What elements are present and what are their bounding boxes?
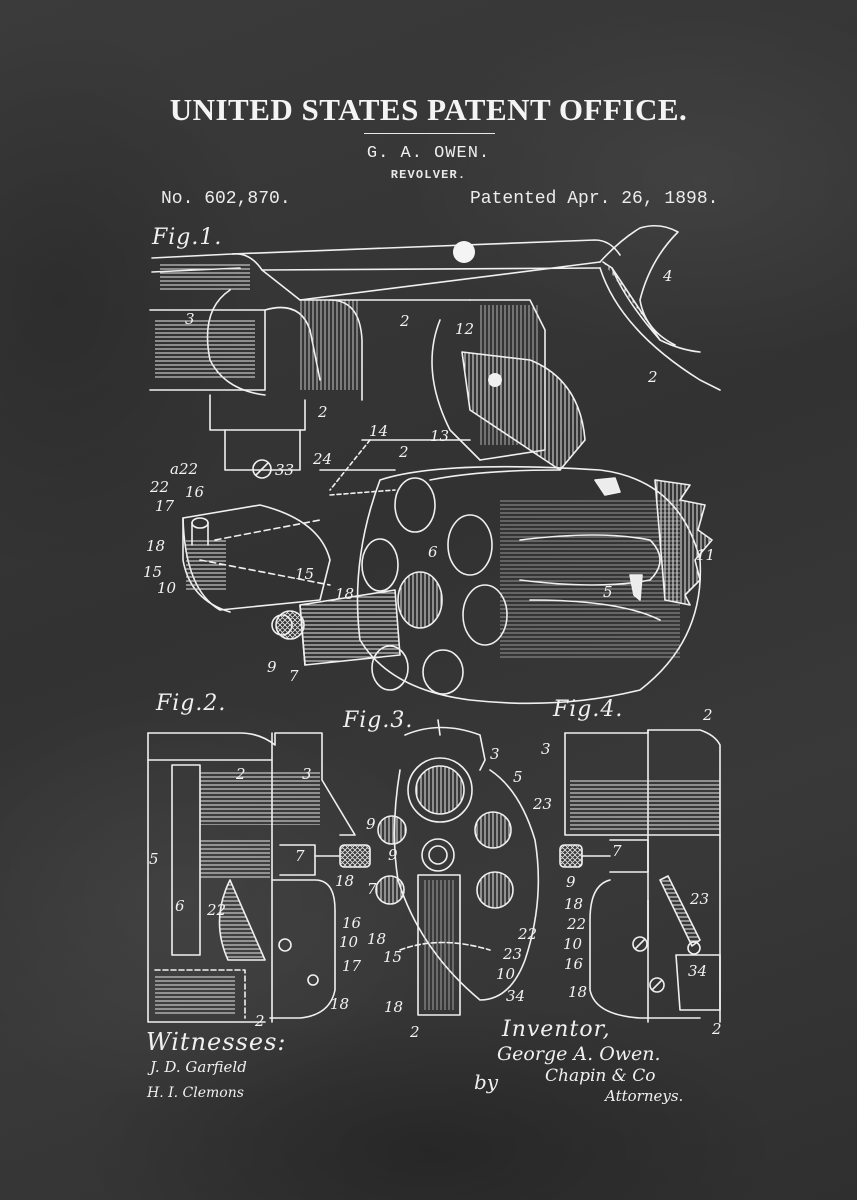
ref-numeral: 7	[612, 842, 622, 860]
ref-numeral: 6	[428, 543, 438, 561]
ref-numeral: 34	[688, 962, 708, 980]
ref-numeral: 5	[149, 850, 159, 868]
fig4-label: Fig.4.	[553, 697, 624, 722]
witnesses-label: Witnesses:	[146, 1028, 287, 1056]
ref-numeral: 2	[712, 1020, 722, 1038]
ref-numeral: 17	[342, 957, 362, 975]
ref-numeral: 18	[564, 895, 584, 913]
ref-numeral: 16	[342, 914, 362, 932]
fig3-label: Fig.3.	[343, 708, 414, 733]
ref-numeral: 18	[146, 537, 166, 555]
ref-numeral: 5	[513, 768, 523, 786]
ref-numeral: 23	[533, 795, 553, 813]
ref-numeral: a22	[170, 460, 199, 478]
ref-numeral: 2	[399, 443, 409, 461]
ref-numeral: 9	[388, 846, 398, 864]
ref-numeral: 6	[175, 897, 185, 915]
ref-numeral: 3	[541, 740, 551, 758]
ref-numeral: 2	[255, 1012, 265, 1030]
fig1-label: Fig.1.	[152, 225, 223, 250]
ref-numeral: 22	[567, 915, 587, 933]
fig4-drawing	[560, 730, 720, 1022]
by-label: by	[474, 1070, 499, 1094]
ref-numeral: 2	[400, 312, 410, 330]
ref-numeral: 24	[313, 450, 333, 468]
ref-numeral: 18	[330, 995, 350, 1013]
ref-numeral: 2	[318, 403, 328, 421]
ref-numeral: 2	[703, 706, 713, 724]
ref-numeral: 17	[155, 497, 175, 515]
ref-numeral: 22	[150, 478, 170, 496]
ref-numeral: 16	[564, 955, 584, 973]
ref-numeral: 10	[157, 579, 177, 597]
ref-numeral: 23	[690, 890, 710, 908]
ref-numeral: 7	[295, 847, 305, 865]
ref-numeral: 10	[563, 935, 583, 953]
ref-numeral: 34	[506, 987, 526, 1005]
ref-numeral: 18	[367, 930, 387, 948]
ref-numeral: 15	[143, 563, 163, 581]
ref-numeral: 10	[496, 965, 516, 983]
ref-numeral: 15	[295, 565, 315, 583]
ref-numeral: 9	[267, 658, 277, 676]
ref-numeral: 23	[503, 945, 523, 963]
ref-numeral: 14	[369, 422, 389, 440]
fig2-drawing	[148, 733, 370, 1022]
attorney-signature: Chapin & Co	[545, 1066, 656, 1086]
ref-numeral: 18	[384, 998, 404, 1016]
inventor-signature: George A. Owen.	[497, 1043, 661, 1065]
patent-date: Patented Apr. 26, 1898.	[470, 189, 719, 209]
fig2-label: Fig.2.	[156, 691, 227, 716]
ref-numeral: 11	[696, 546, 716, 564]
inventor-heading: G. A. OWEN.	[366, 144, 491, 163]
ref-numeral: 9	[566, 873, 576, 891]
ref-numeral: 2	[236, 765, 246, 783]
ref-numeral: 3	[302, 765, 312, 783]
ref-numeral: 3	[490, 745, 500, 763]
ref-numeral: 4	[663, 267, 673, 285]
inventor-label: Inventor,	[502, 1017, 611, 1042]
ref-numeral: 3	[185, 310, 195, 328]
patent-number: No. 602,870.	[161, 189, 291, 209]
ref-numeral: 12	[455, 320, 475, 338]
ref-numeral: 2	[410, 1023, 420, 1041]
witness-1-signature: J. D. Garfield	[150, 1058, 247, 1076]
ref-numeral: 18	[335, 585, 355, 603]
ref-numeral: 16	[185, 483, 205, 501]
fig3-drawing	[376, 720, 538, 1015]
ref-numeral: 18	[568, 983, 588, 1001]
ref-numeral: 22	[207, 901, 227, 919]
ref-numeral: 9	[366, 815, 376, 833]
ref-numeral: 33	[275, 461, 295, 479]
ref-numeral: 13	[430, 427, 450, 445]
ref-numeral: 18	[335, 872, 355, 890]
fig1-drawing	[150, 226, 720, 704]
ref-numeral: 7	[289, 667, 299, 685]
invention-title: REVOLVER.	[390, 168, 467, 182]
attorneys-label: Attorneys.	[605, 1087, 684, 1105]
ref-numeral: 15	[383, 948, 403, 966]
witness-2-signature: H. I. Clemons	[147, 1085, 244, 1101]
patent-office-title: UNITED STATES PATENT OFFICE.	[169, 92, 688, 127]
ref-numeral: 2	[648, 368, 658, 386]
ref-numeral: 10	[339, 933, 359, 951]
header-divider	[364, 133, 495, 134]
ref-numeral: 7	[367, 880, 377, 898]
ref-numeral: 5	[603, 583, 613, 601]
ref-numeral: 22	[518, 925, 538, 943]
